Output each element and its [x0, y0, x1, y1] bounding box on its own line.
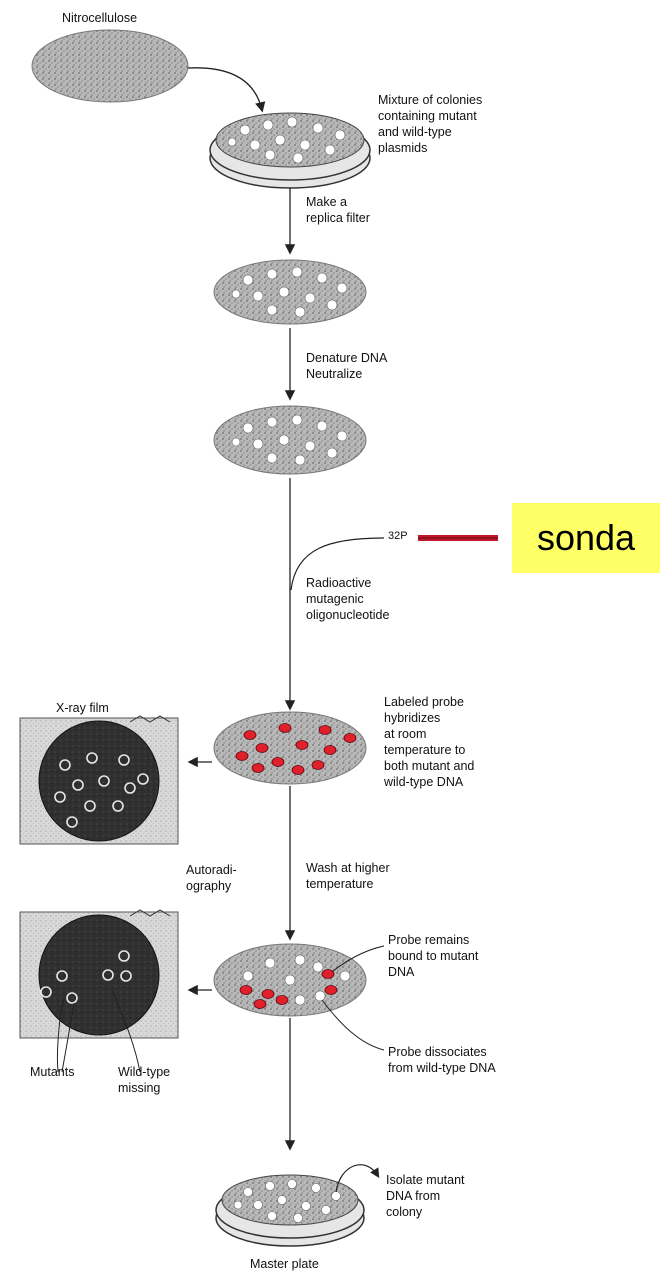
label-denature: Denature DNA Neutralize	[306, 350, 387, 382]
denatured-filter	[214, 406, 366, 474]
label-master-plate: Master plate	[250, 1256, 319, 1272]
label-isolate: Isolate mutant DNA from colony	[386, 1172, 465, 1220]
nitrocellulose-sheet	[32, 30, 188, 102]
nitrocellulose-arrow	[188, 68, 262, 110]
petri-dish-top	[210, 113, 370, 188]
label-xray-film: X-ray film	[56, 700, 109, 716]
label-probe-dissociates: Probe dissociates from wild-type DNA	[388, 1044, 496, 1076]
label-probe-remains: Probe remains bound to mutant DNA	[388, 932, 478, 980]
xray-film-2	[20, 910, 178, 1038]
label-wildtype-missing: Wild-type missing	[118, 1064, 170, 1096]
label-nitrocellulose: Nitrocellulose	[62, 10, 137, 26]
sonda-label: sonda	[537, 517, 635, 559]
hybridized-filter	[214, 712, 366, 784]
label-mutants: Mutants	[30, 1064, 74, 1080]
label-replica: Make a replica filter	[306, 194, 370, 226]
xray-film-1	[20, 716, 178, 844]
replica-filter	[214, 260, 366, 324]
washed-filter	[214, 944, 366, 1016]
label-radioactive: Radioactive mutagenic oligonucleotide	[306, 575, 389, 623]
label-labeled-probe: Labeled probe hybridizes at room tempera…	[384, 694, 474, 790]
master-plate	[216, 1165, 378, 1246]
sonda-callout: sonda	[512, 503, 660, 573]
label-wash: Wash at higher temperature	[306, 860, 390, 892]
label-mixture: Mixture of colonies containing mutant an…	[378, 92, 482, 156]
label-autoradiography: Autoradi- ography	[186, 862, 237, 894]
label-32p: 32P	[388, 528, 408, 544]
